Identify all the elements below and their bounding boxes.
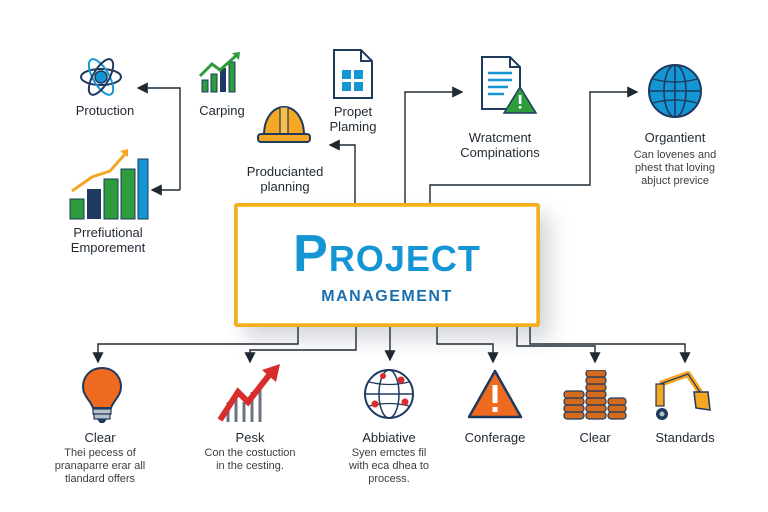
node-protuction: Protuction — [55, 103, 155, 118]
node-label: Prrefiutional Emporement — [70, 225, 146, 255]
globe-icon — [646, 62, 704, 120]
hard-hat-icon — [256, 103, 312, 147]
node-description: Thei pecess of pranaparre erar all tland… — [54, 447, 146, 485]
node-label: Clear — [84, 430, 116, 445]
connector-standards — [529, 321, 691, 364]
node-description: Can lovenes and phest that loving abjuct… — [633, 149, 717, 187]
connector-planning — [328, 139, 356, 203]
node-label: Wratcment Compinations — [460, 130, 540, 160]
connector-pesk — [244, 321, 357, 364]
connector-protuction — [136, 82, 181, 190]
node-prrefiutional: Prrefiutional Emporement — [50, 225, 166, 255]
node-producianted-planning: Producianted planning — [228, 164, 342, 194]
node-label: Clear — [579, 430, 611, 445]
node-label: Producianted planning — [246, 164, 324, 194]
node-label: Propet Plaming — [329, 104, 377, 134]
node-label: Carping — [199, 103, 245, 118]
node-carping: Carping — [180, 103, 264, 118]
node-label: Protuction — [75, 103, 135, 118]
lightbulb-icon — [80, 366, 124, 424]
node-abbiative: Abbiative Syen emctes fil with eca dhea … — [322, 430, 456, 486]
node-label: Standards — [655, 430, 715, 445]
warning-triangle-icon — [466, 368, 524, 420]
node-conferage: Conferage — [450, 430, 540, 445]
node-wratcment: Wratcment Compinations — [440, 130, 560, 160]
center-title: Project — [293, 225, 481, 283]
node-standards: Standards — [640, 430, 730, 445]
rising-arrow-icon — [217, 362, 288, 424]
connector-wratcment — [404, 86, 464, 203]
node-label: Organtient — [644, 130, 706, 145]
node-description: Con the costuction in the cesting. — [204, 447, 296, 472]
node-clear-left: Clear Thei pecess of pranaparre erar all… — [30, 430, 170, 486]
growth-chart-icon — [198, 50, 244, 94]
node-clear-right: Clear — [555, 430, 635, 445]
network-globe-icon — [361, 366, 417, 422]
node-description: Syen emctes fil with eca dhea to process… — [348, 447, 430, 485]
node-propet-planning: Propet Plaming — [312, 104, 394, 134]
node-label: Conferage — [464, 430, 526, 445]
node-organtient: Organtient Can lovenes and phest that lo… — [620, 130, 730, 188]
connector-organtient — [429, 86, 639, 203]
center-title-box: Project MANAGEMENT — [234, 203, 540, 327]
coin-stack-icon — [562, 369, 628, 422]
connector-clear-left — [92, 321, 299, 364]
atom-icon — [79, 55, 123, 99]
planning-document-icon — [331, 48, 375, 100]
node-pesk: Pesk Con the costuction in the cesting. — [180, 430, 320, 473]
excavator-icon — [652, 370, 716, 422]
connector-conferage — [436, 321, 499, 364]
bar-chart-trend-icon — [68, 147, 150, 221]
node-label: Pesk — [235, 430, 265, 445]
document-warning-icon — [476, 55, 538, 117]
node-label: Abbiative — [362, 430, 416, 445]
center-subtitle: MANAGEMENT — [321, 288, 453, 305]
connector-clear-right — [516, 321, 601, 364]
